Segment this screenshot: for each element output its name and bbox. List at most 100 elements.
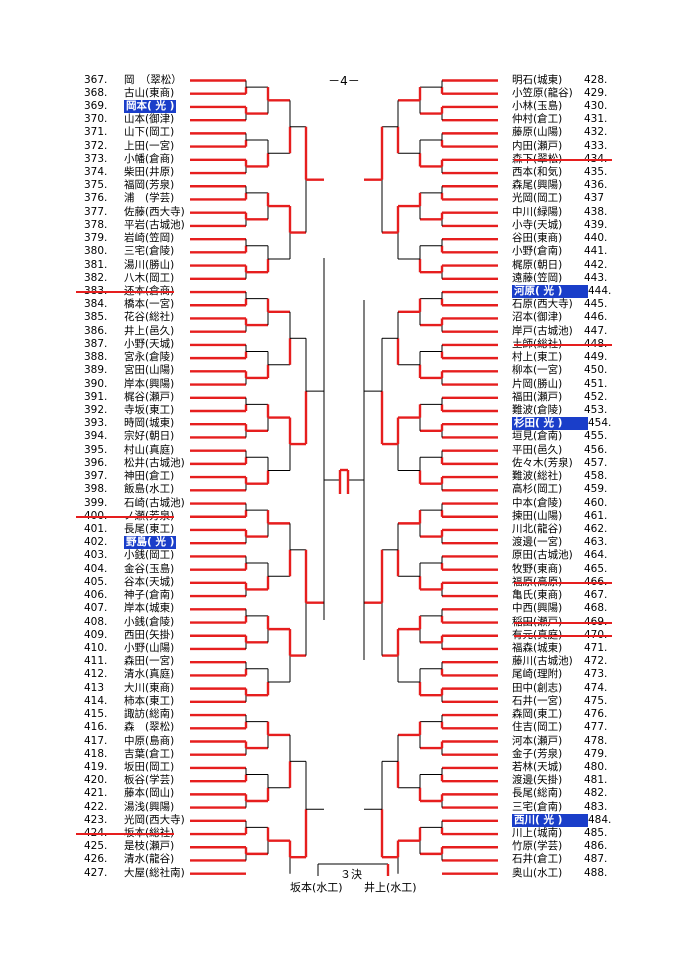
entry-player-name: 吉葉(倉工)	[124, 747, 175, 760]
entry-player-name: 藤本(岡山)	[124, 787, 175, 800]
entry-player-name: 宗好(朝日)	[124, 430, 175, 443]
left-entry: 382.八木(岡工)	[84, 272, 174, 285]
entry-player-name: 揀田(山陽)	[512, 509, 563, 522]
entry-player-name: 福岡(芳泉)	[124, 179, 175, 192]
entry-number: 451.	[584, 377, 608, 390]
left-entry: 368.古山(東商)	[84, 87, 174, 100]
entry-player-name: 渡邊(矢掛)	[512, 774, 563, 787]
entry-number: 445.	[584, 298, 608, 311]
entry-player-name: 中川(緑陽)	[512, 205, 563, 218]
entry-player-name: 原田(古城池)	[512, 549, 573, 562]
entry-number: 396.	[84, 456, 108, 469]
left-entry: 367.岡 （翠松）	[84, 74, 182, 87]
left-entry: 377.佐藤(西大寺)	[84, 206, 185, 219]
right-entry: 竹原(学芸)486.	[512, 840, 607, 853]
right-entry: 垣見(倉南)455.	[512, 430, 607, 443]
right-entry: 光岡(岡工)437	[512, 192, 604, 205]
entry-player-name: 小野(倉南)	[512, 245, 563, 258]
left-entry: 376.浦 (学芸)	[84, 192, 174, 205]
entry-player-name: 清水(真庭)	[124, 668, 175, 681]
third-place-left-player: 坂本(水工)	[290, 881, 343, 894]
entry-number: 423.	[84, 813, 108, 826]
entry-player-name: 遠藤(笠岡)	[512, 271, 563, 284]
entry-number: 476.	[584, 708, 608, 721]
entry-player-name: 柴田(井原)	[124, 166, 175, 179]
right-entry: 片岡(勝山)451.	[512, 378, 607, 391]
left-entry: 403.小銭(岡工)	[84, 549, 174, 562]
entry-player-name: 小林(玉島)	[512, 99, 563, 112]
entry-player-name: 岡 （翠松）	[124, 73, 182, 86]
entry-number: 450.	[584, 364, 608, 377]
entry-player-name: 湯川(勝山)	[124, 258, 175, 271]
entry-player-name: 橋本(一宮)	[124, 298, 175, 311]
entry-number: 436.	[584, 179, 608, 192]
entry-player-name: 難波(総社)	[512, 470, 563, 483]
right-entry: 中川(緑陽)438.	[512, 206, 607, 219]
entry-number: 405.	[84, 575, 108, 588]
left-entry: 427.大屋(総社南)	[84, 867, 185, 880]
entry-player-name: 梶谷(瀬戸)	[124, 390, 175, 403]
entry-number: 480.	[584, 760, 608, 773]
entry-number: 401.	[84, 522, 108, 535]
entry-player-name: 平田(邑久)	[512, 443, 563, 456]
entry-player-name: 梶原(朝日)	[512, 258, 563, 271]
entry-number: 395.	[84, 443, 108, 456]
page-number: －4－	[328, 74, 360, 88]
entry-number: 414.	[84, 694, 108, 707]
entry-player-name: 小幡(倉商)	[124, 152, 175, 165]
entry-number: 440.	[584, 232, 608, 245]
right-entry: 河本(瀬戸)478.	[512, 735, 607, 748]
left-entry: 373.小幡(倉商)	[84, 153, 174, 166]
right-entry: 谷田(東商)440.	[512, 232, 607, 245]
entry-player-name: 岸本(興陽)	[124, 377, 175, 390]
entry-number: 419.	[84, 760, 108, 773]
entry-number: 384.	[84, 298, 108, 311]
entry-player-name: 野島( 光 )	[124, 536, 177, 550]
entry-player-name: 長尾(東工)	[124, 522, 175, 535]
withdrawn-strike-line	[514, 634, 612, 637]
entry-number: 426.	[84, 853, 108, 866]
right-entry: 岸戸(古城池)447.	[512, 325, 607, 338]
entry-number: 471.	[584, 641, 608, 654]
right-entry: 藤原(山陽)432.	[512, 126, 607, 139]
entry-number: 455.	[584, 430, 608, 443]
entry-player-name: 福森(城東)	[512, 641, 563, 654]
entry-number: 428.	[584, 73, 608, 86]
withdrawn-strike-line	[76, 291, 174, 294]
right-entry: 杉田( 光 )454.	[512, 417, 611, 431]
entry-player-name: 清水(龍谷)	[124, 853, 175, 866]
entry-player-name: 坂田(岡工)	[124, 760, 175, 773]
entry-player-name: 仲村(倉工)	[512, 113, 563, 126]
right-entry: 奥山(水工)488.	[512, 867, 607, 880]
entry-number: 372.	[84, 139, 108, 152]
entry-number: 456.	[584, 443, 608, 456]
entry-player-name: 山本(御津)	[124, 113, 175, 126]
left-entry: 391.梶谷(瀬戸)	[84, 391, 174, 404]
right-entry: 藤川(古城池)472.	[512, 655, 607, 668]
right-entry: 森尾(興陽)436.	[512, 179, 607, 192]
entry-number: 483.	[584, 800, 608, 813]
entry-player-name: 岩崎(笠岡)	[124, 232, 175, 245]
entry-number: 399.	[84, 496, 108, 509]
entry-player-name: 佐々木(芳泉)	[512, 456, 573, 469]
entry-player-name: 大屋(総社南)	[124, 866, 185, 879]
left-entry: 408.小銭(倉陵)	[84, 616, 174, 629]
right-entry: 渡邊(矢掛)481.	[512, 774, 607, 787]
entry-number: 484.	[588, 813, 612, 826]
entry-player-name: 是枝(瀬戸)	[124, 840, 175, 853]
entry-player-name: 石原(西大寺)	[512, 298, 573, 311]
entry-player-name: 井上(邑久)	[124, 324, 175, 337]
entry-player-name: 神子(倉南)	[124, 589, 175, 602]
right-entry: 原田(古城池)464.	[512, 549, 607, 562]
entry-player-name: 岸戸(古城池)	[512, 324, 573, 337]
entry-number: 435.	[584, 166, 608, 179]
entry-number: 370.	[84, 113, 108, 126]
left-entry: 417.中原(島商)	[84, 735, 174, 748]
entry-number: 406.	[84, 589, 108, 602]
entry-player-name: 川北(龍谷)	[512, 522, 563, 535]
entry-number: 437	[584, 192, 605, 205]
right-entry: 川上(城南)485.	[512, 827, 607, 840]
entry-player-name: 花谷(総社)	[124, 311, 175, 324]
left-entry: 381.湯川(勝山)	[84, 259, 174, 272]
